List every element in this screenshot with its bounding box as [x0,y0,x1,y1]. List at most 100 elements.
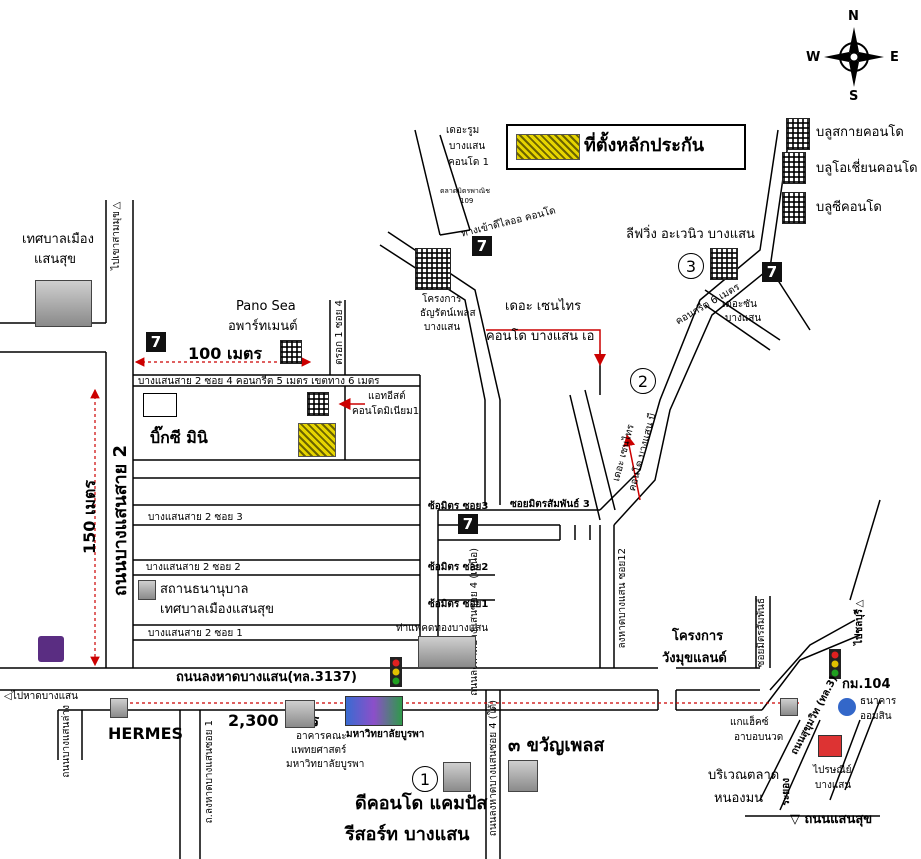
seven-eleven-icon: 7 [472,236,492,256]
legend-label: ที่ตั้งหลักประกัน [584,135,705,156]
blue-sky-label: บลูสกายคอนโด [816,125,904,140]
to-bangsaen-beach-label: ◁ไปหาดบางแสน [4,691,78,702]
the-sun-label: เดอะซัน [722,299,757,310]
municipality-label: เทศบาลเมือง [22,232,94,247]
bank-icon [38,636,64,662]
long-had-soi12-label: ลงหาดบางแสน ซอย12 [617,548,628,649]
the-rom3-label: คอนโด 1 [448,157,489,168]
resort-label: รีสอร์ท บางแสน [345,824,470,845]
burapha-univ-label: มหาวิทยาลัยบูรพา [346,729,425,740]
chumit-road-label: ซอยมิตรสัมพันธ์ 3 [510,499,590,510]
saensuk-road-label: ▽ ถนนแสนสุข [790,812,873,827]
mini-box2-label: 109 [460,197,474,205]
tower-icon [786,118,810,150]
building-icon [285,700,315,728]
marker-3: 3 [678,253,704,279]
fresh-mart-label: แกแฮ็คซ์ [730,717,769,728]
chumit3-label: ซ้อมิตร ซอย1 [428,599,489,610]
to-rayong-label: ระยอง [781,778,792,806]
building-icon [345,696,403,726]
market-label: บริเวณตลาด [708,768,780,783]
long-had-soi1-label: ถ.ลงหาดบางแสนซอย 1 [204,720,215,824]
mitsamphan-label: ซอยมิตรสัมพันธ์ [756,598,767,668]
chumit1-label: ซ้อมิตร ซอย3 [428,501,489,512]
compass-n: N [848,9,859,24]
project-wangmuk-label: โครงการ [672,629,724,644]
hermes-label: HERMES [108,724,184,743]
the-rom-label: เดอะรูม [446,125,480,136]
d-condo-label: ดีคอนโด แคมปัส [355,793,488,814]
medical-faculty3-label: มหาวิทยาลัยบูรพา [286,759,365,770]
the-rom2-label: บางแสน [449,141,486,152]
factory-icon [143,393,177,417]
market2-label: หนองมน [714,791,764,806]
long-had-road-label: ถนนลงหาดบางแสน(ทล.3137) [176,670,357,685]
tower-icon [782,192,806,224]
tower-icon [307,392,329,416]
gsb-label: ธนาคาร [860,696,897,707]
seven-eleven-icon: 7 [146,332,166,352]
seven-eleven-icon: 7 [458,514,478,534]
apartment-label: อพาร์ทเมนต์ [228,319,298,334]
tower-icon [280,340,302,364]
distance-150-label: 150 เมตร [80,480,99,554]
kwan-place-label: ๓ ขวัญเพลส [508,735,605,756]
compass-e: E [890,50,899,65]
compass-s: S [849,89,859,104]
project-chanya3-label: บางแสน [424,322,461,333]
kindergarten-label: สถานธนานุบาล [160,582,249,597]
saensuk-label: แสนสุข [34,252,77,267]
traffic-light-icon [390,649,841,687]
building-icon [443,762,471,792]
tower-icon [415,248,451,290]
km104-label: กม.104 [842,677,891,692]
soi1-label: บางแสนสาย 2 ซอย 1 [148,628,243,639]
marker-1: 1 [412,766,438,792]
to-khao-sam-muk-label: ไปเขาสามมุข▷ [111,200,122,270]
fresh-mart2-label: อาบอบนวด [734,732,784,743]
bangsaen-line-road-label: ถนนบางแสนล่าง [61,705,72,778]
long-had-soi4-label: ถนนลงหาดบางแสนซอย 4 (ใต้) [488,700,499,837]
medical-faculty2-label: แพทยศาสตร์ [291,745,347,756]
compass-w: W [806,50,821,65]
post-office-icon [818,735,842,757]
mini-box-label: ตลาดมิตรพาณิช [440,187,491,195]
project-wangmuk2-label: วังมุขแลนด์ [662,651,727,666]
art-east-label: แอทอีสต์ [368,391,406,402]
condo-bangsaen-label: คอนโด บางแสน เอ [486,329,595,344]
medical-faculty-label: อาคารคณะ [296,731,347,742]
road-bangsaen2-label: ถนนบางแสนสาย 2 [110,445,131,597]
soi2-label: บางแสนสาย 2 ซอย 2 [146,562,241,573]
hatched-plot-icon [516,134,580,160]
distance-100-label: 100 เมตร [188,344,262,363]
soi1-4-label: ตรอก 1 ซอย 4 [334,300,345,365]
building-icon [138,580,156,600]
compass-icon [824,27,884,87]
building-icon [418,636,476,668]
post-label: ไปรษณีย์ [813,765,852,776]
tower-icon [782,152,806,184]
blue-ocean-label: บลูโอเชี่ยนคอนโด [816,161,918,176]
long-had-soi4-n-label: ถนนลงหาดบางแสนซอย 4 (เหนือ) [469,548,480,696]
seven-eleven-icon: 7 [762,262,782,282]
kindergarten2-label: เทศบาลเมืองแสนสุข [160,602,274,617]
big-c-mini-label: บิ๊กซี มินิ [150,428,208,447]
condo-premier-label: คอนโดมิเนียม1 [352,406,420,417]
chumit2-label: ซ้อมิตร ซอย2 [428,562,489,573]
project-chanya-label: โครงการ [422,294,462,305]
building-icon [780,698,798,716]
gsb2-label: ออมสิน [860,711,892,722]
building-icon [508,760,538,792]
soi4-label: บางแสนสาย 2 ซอย 4 คอนกรีต 5 เมตร เขตทาง … [138,376,380,387]
project-chanya2-label: ธัญรัตน์เพลส [420,308,476,319]
tower-icon [710,248,738,280]
hatched-plot-icon [298,423,336,457]
soi3-label: บางแสนสาย 2 ซอย 3 [148,512,243,523]
ta-pang-label: ท่าแพคดทองบางแสน [396,623,489,634]
marker-2: 2 [630,368,656,394]
pano-sea-label: Pano Sea [236,299,296,314]
blue-sea-label: บลูซีคอนโด [816,200,882,215]
building-icon [110,698,128,718]
